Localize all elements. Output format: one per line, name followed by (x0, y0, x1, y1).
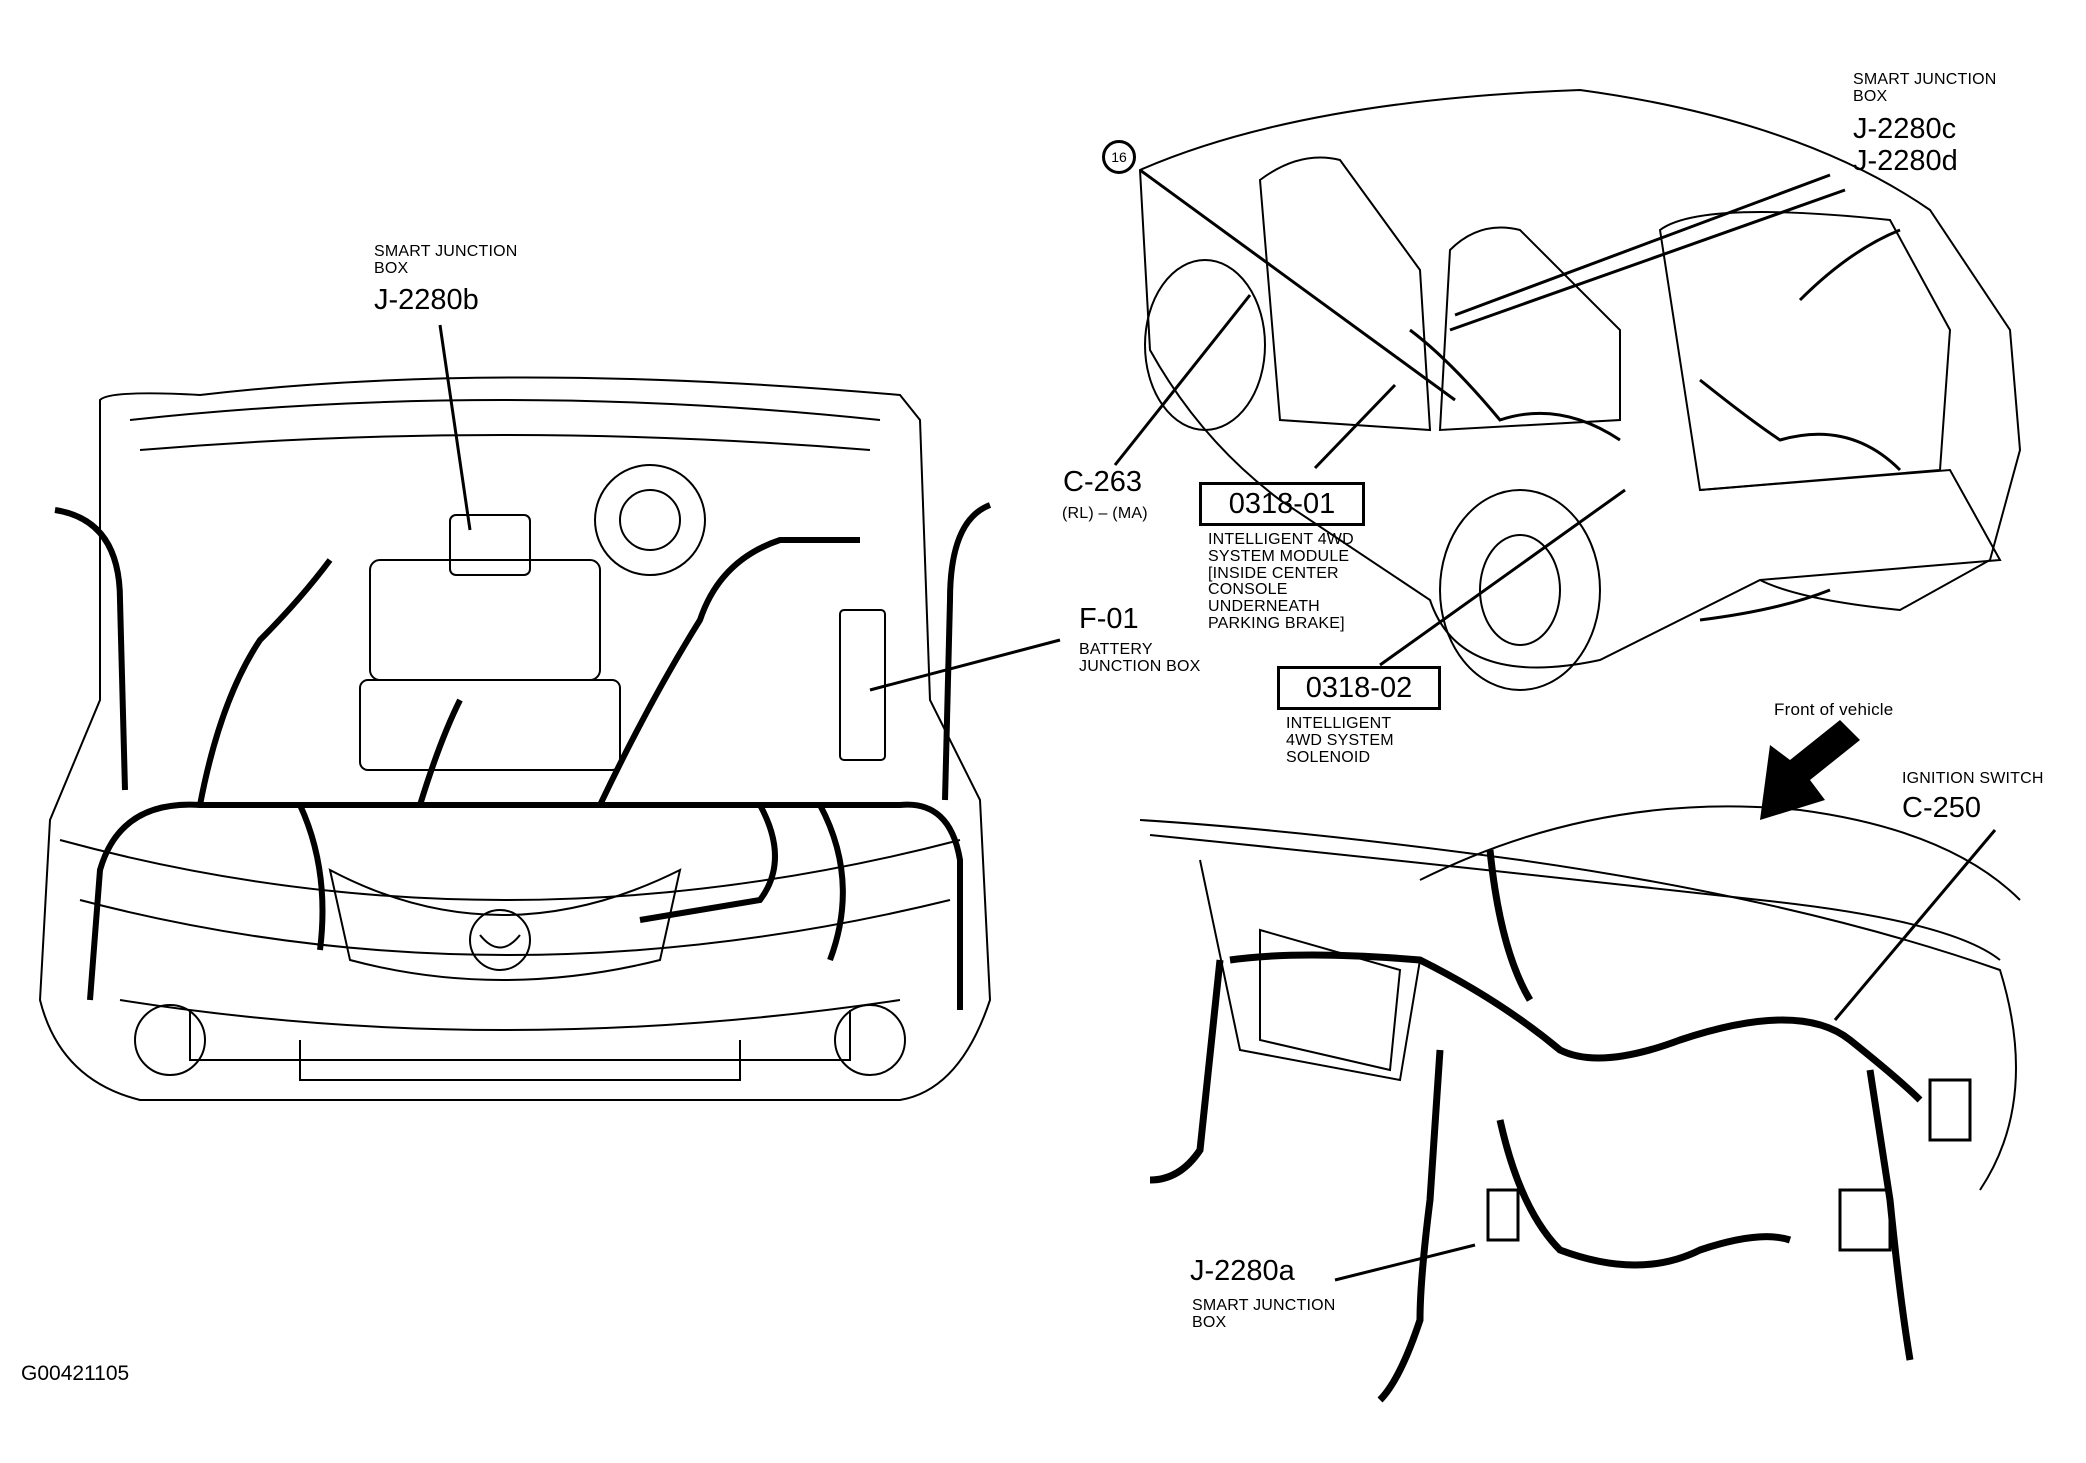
leader-j2280a (1334, 1243, 1476, 1282)
leader-f01 (869, 638, 1061, 692)
leader-j2280d (1449, 188, 1846, 332)
module-0318-02-code: 0318-02 (1277, 666, 1441, 710)
sjb-b-description: SMART JUNCTION BOX (374, 243, 518, 277)
ignition-switch-description: IGNITION SWITCH (1902, 770, 2044, 787)
leader-0318-01 (1313, 383, 1397, 470)
leader-c263 (1113, 294, 1252, 466)
front-of-vehicle-arrow (1760, 720, 1860, 820)
f01-description: BATTERY JUNCTION BOX (1079, 641, 1201, 675)
sjb-cd-description: SMART JUNCTION BOX (1853, 71, 1997, 105)
f01-code: F-01 (1079, 603, 1139, 635)
c263-code: C-263 (1063, 466, 1142, 498)
module-0318-02-description: INTELLIGENT 4WD SYSTEM SOLENOID (1286, 715, 1394, 766)
leader-0318-02 (1379, 488, 1626, 667)
leader-j2280c (1454, 173, 1831, 317)
engine-bay-drawing (38, 376, 992, 1101)
leader-16 (1139, 168, 1456, 402)
instrument-panel-drawing (1139, 805, 2021, 1403)
callout-16: 16 (1102, 140, 1136, 174)
front-of-vehicle-label: Front of vehicle (1774, 700, 1894, 719)
vehicle-rear-drawing (1138, 88, 2022, 691)
ignition-switch-code: C-250 (1902, 792, 1981, 824)
c263-subtitle: (RL) – (MA) (1062, 505, 1148, 522)
leader-c250 (1833, 829, 1997, 1021)
module-0318-01-description: INTELLIGENT 4WD SYSTEM MODULE [INSIDE CE… (1208, 531, 1354, 632)
figure-id: G00421105 (21, 1362, 130, 1385)
sjb-b-code: J-2280b (374, 284, 479, 316)
sjb-a-description: SMART JUNCTION BOX (1192, 1297, 1336, 1331)
sjb-c-code: J-2280c (1853, 113, 1957, 145)
leader-j2280b (438, 324, 472, 531)
module-0318-01-code: 0318-01 (1199, 482, 1365, 526)
sjb-a-code: J-2280a (1190, 1255, 1295, 1287)
sjb-d-code: J-2280d (1853, 145, 1958, 177)
